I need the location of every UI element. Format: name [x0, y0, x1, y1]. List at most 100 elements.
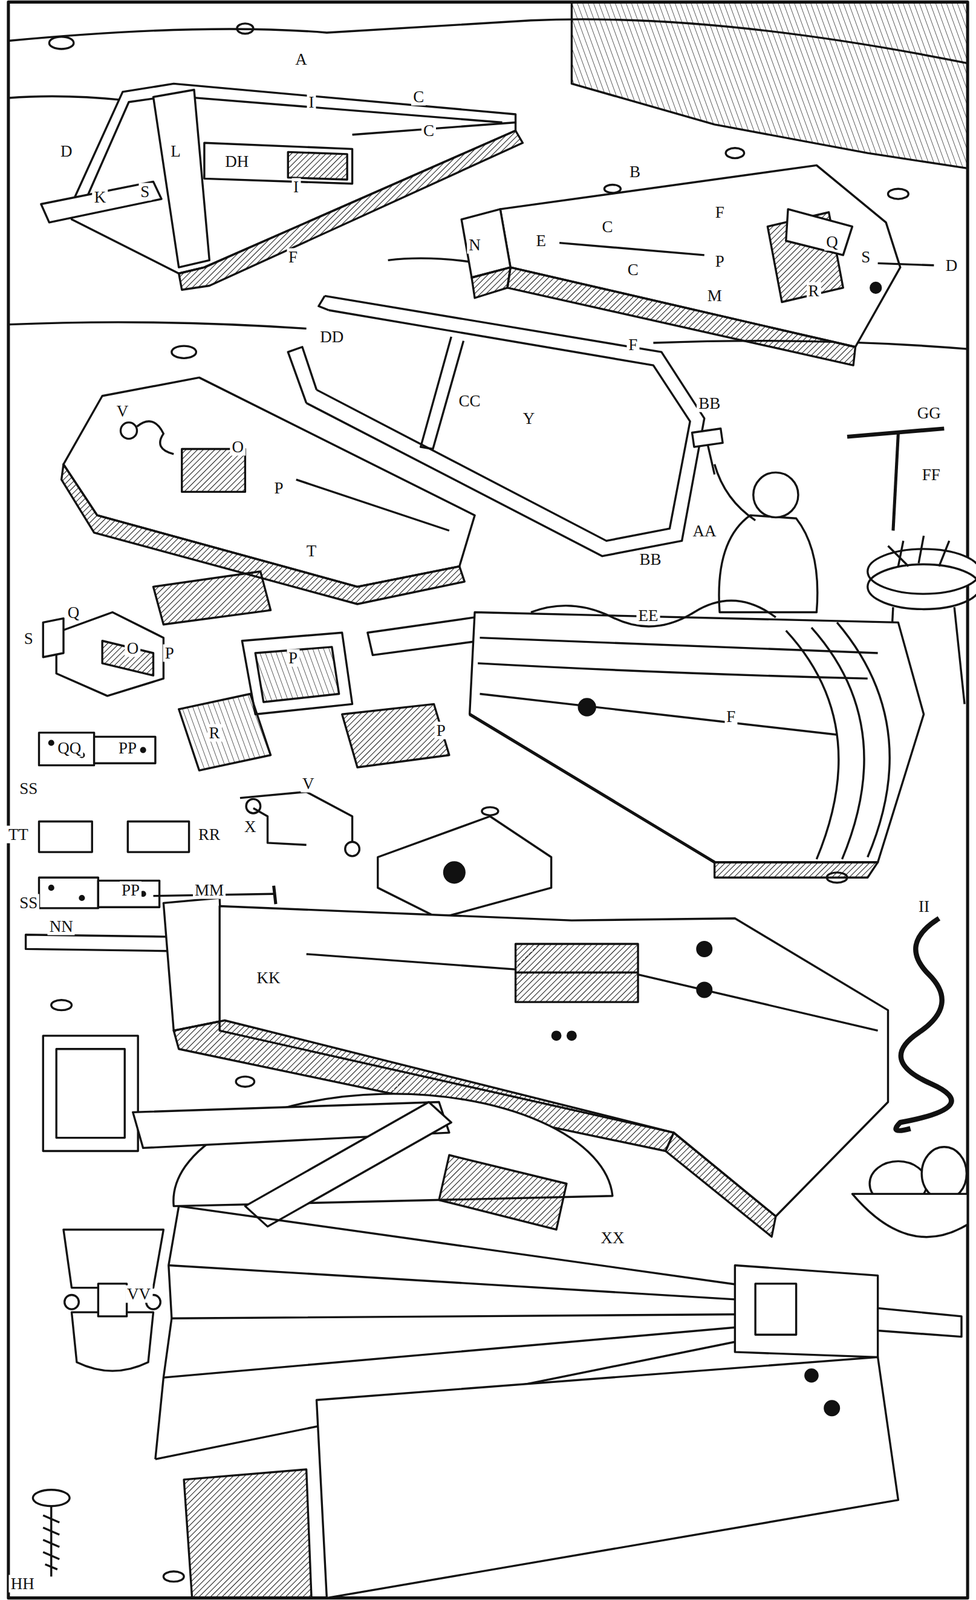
part-letter: A: [293, 50, 310, 68]
part-letter: DH: [223, 152, 251, 170]
craftsman-figure-part: [753, 472, 799, 518]
assembled-bellows-part: [439, 1154, 567, 1230]
bowl-with-eggs: [852, 1147, 968, 1238]
part-letter: II: [916, 897, 932, 915]
part-letter: P: [163, 644, 176, 663]
nozzle-block-part: [443, 862, 465, 883]
valve-parts-part: [42, 618, 64, 658]
ground-landscape-part: [163, 1571, 184, 1582]
ground-landscape-part: [8, 322, 307, 329]
hook-and-nail: [153, 792, 360, 905]
bellows-board-kk-part: [637, 974, 879, 1032]
ground-landscape-part: [51, 1000, 72, 1011]
part-letter: PP: [119, 881, 142, 899]
bellows-board-t: [61, 377, 475, 605]
clasp-part-part: [97, 1283, 127, 1317]
bellows-board-a-part: [153, 90, 210, 268]
tool-and-stool-part: [888, 535, 950, 567]
hinge-parts: [39, 732, 190, 909]
part-letter: S: [138, 183, 152, 201]
leather-bellows-part: [786, 622, 890, 860]
craftsman-figure-part: [692, 428, 724, 447]
part-letter: DD: [318, 327, 346, 346]
part-letter: F: [713, 203, 727, 222]
small-frame-part: [56, 1049, 125, 1139]
part-letter: P: [272, 478, 285, 497]
leather-bellows-part: [367, 617, 481, 655]
leather-bellows-part: [578, 699, 596, 716]
bellows-board-a-part: [287, 151, 348, 180]
part-letter: GG: [915, 404, 943, 423]
bellows-board-kk-part: [26, 934, 169, 952]
part-letter: XX: [598, 1228, 626, 1247]
bellows-board-t-part: [296, 479, 450, 531]
part-letter: BB: [637, 550, 663, 568]
bellows-board-a-part: [41, 181, 162, 223]
bellows-frame-y-part: [318, 295, 329, 311]
leather-bellows-part: [469, 612, 924, 863]
part-letter: C: [600, 217, 615, 236]
bellows-board-b-part: [559, 243, 705, 256]
part-letter: F: [626, 336, 640, 354]
bellows-board-kk-part: [306, 954, 516, 970]
assembled-bellows-part: [316, 1356, 899, 1598]
assembled-bellows-part: [755, 1283, 797, 1335]
assembled-bellows-part: [824, 1401, 840, 1416]
ground-landscape-part: [571, 1, 968, 169]
part-letter: QQ: [55, 738, 83, 757]
assembled-bellows-part: [244, 1102, 452, 1227]
hook-and-nail-part: [345, 841, 360, 857]
part-letter: FF: [920, 465, 943, 484]
part-letter: AA: [690, 521, 718, 540]
hook-and-nail-part: [246, 798, 261, 814]
valve-parts-part: [241, 632, 352, 715]
bowl-with-eggs-part: [921, 1147, 967, 1201]
valve-parts-part: [153, 571, 271, 625]
valve-parts: [42, 571, 450, 771]
valve-parts-part: [56, 612, 164, 697]
hook-and-nail-part: [253, 808, 307, 846]
part-letter: Q: [65, 603, 82, 622]
ground-landscape: [8, 1, 968, 1582]
bellows-board-b-part: [786, 209, 853, 256]
bellows-board-kk-part: [697, 942, 712, 957]
bellows-board-kk-part: [697, 982, 712, 998]
bellows-board-a: [41, 83, 524, 290]
part-letter: P: [713, 252, 727, 271]
part-letter: R: [207, 723, 222, 742]
part-letter: MM: [192, 881, 226, 899]
part-letter: S: [859, 248, 872, 267]
part-letter: C: [421, 122, 436, 140]
part-letter: I: [291, 177, 301, 196]
leather-bellows-part: [477, 637, 879, 735]
leather-bellows-part: [714, 862, 879, 878]
part-letter: T: [304, 542, 319, 560]
hinge-parts-part: [48, 885, 54, 891]
part-letter: V: [114, 402, 131, 421]
bellows-board-kk-part: [515, 943, 639, 1003]
bellows-board-a-part: [178, 130, 524, 290]
clasp-part-part: [63, 1229, 164, 1288]
hinge-parts-part: [39, 877, 99, 909]
part-letter: X: [242, 817, 259, 836]
small-frame: [42, 1035, 138, 1152]
part-letter: D: [943, 256, 960, 274]
ground-landscape-part: [604, 184, 621, 193]
part-letter: CC: [457, 392, 483, 410]
ground-landscape-part: [8, 96, 123, 100]
bellows-board-b-part: [461, 209, 511, 278]
valve-parts-part: [178, 694, 271, 772]
part-letter: E: [534, 232, 549, 250]
tool-and-stool-part: [847, 428, 944, 438]
hinge-parts-part: [127, 821, 189, 853]
screw-part: [32, 1490, 70, 1507]
assembled-bellows-part: [805, 1369, 818, 1382]
part-letter: O: [230, 438, 247, 456]
part-letter: BB: [696, 394, 723, 412]
part-letter: L: [168, 142, 183, 160]
snake-part: [896, 918, 952, 1131]
part-letter: D: [58, 142, 75, 160]
clasp-part-part: [71, 1312, 154, 1371]
tool-and-stool-part: [867, 564, 976, 609]
